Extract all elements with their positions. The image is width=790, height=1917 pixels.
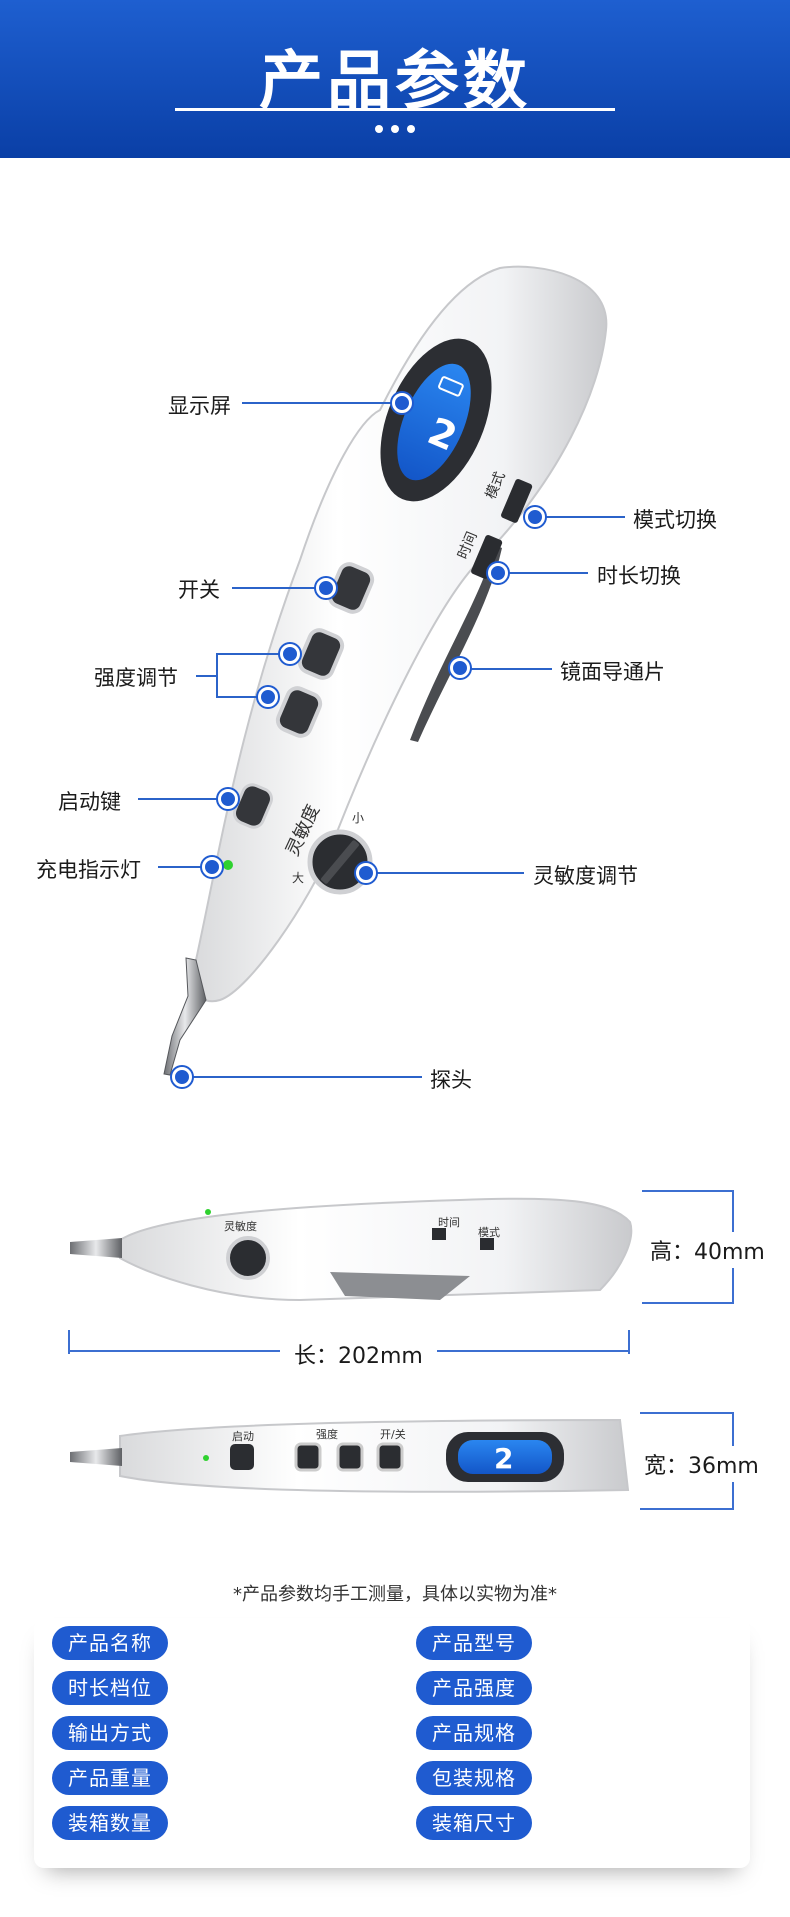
spec-row: 1~15档 产品强度 bbox=[416, 1671, 742, 1705]
callout-bracket bbox=[216, 653, 218, 697]
spec-value: 手动/30秒/60秒 bbox=[156, 1671, 348, 1705]
spec-value: 1~15档 bbox=[520, 1671, 742, 1705]
side-mode-label: 模式 bbox=[478, 1226, 500, 1239]
spec-value: 0.6KG bbox=[156, 1761, 348, 1795]
header-banner: 产品参数 bbox=[0, 0, 790, 158]
pen-top-view: 2 启动 强度 开/关 bbox=[70, 1418, 630, 1493]
spec-row: 23.5*15*5(cm) 包装规格 bbox=[416, 1761, 742, 1795]
callout-line bbox=[242, 402, 402, 404]
width-line-bottom bbox=[640, 1508, 734, 1510]
side-sensitivity-label: 灵敏度 bbox=[224, 1219, 257, 1233]
callout-line bbox=[182, 1076, 422, 1078]
title-dots bbox=[0, 120, 790, 138]
spec-key: 产品强度 bbox=[416, 1671, 532, 1705]
callout-line bbox=[498, 572, 588, 574]
spec-key: 装箱尺寸 bbox=[416, 1806, 532, 1840]
spec-key: 产品名称 bbox=[52, 1626, 168, 1660]
height-line-top bbox=[642, 1190, 734, 1192]
top-screen-digit: 2 bbox=[494, 1442, 513, 1475]
page-title: 产品参数 bbox=[259, 45, 531, 119]
spec-key: 包装规格 bbox=[416, 1761, 532, 1795]
spec-key: 产品重量 bbox=[52, 1761, 168, 1795]
spec-row: 202X40X36 (MM) 产品规格 bbox=[416, 1716, 742, 1750]
measurement-note: *产品参数均手工测量，具体以实物为准* bbox=[233, 1584, 557, 1605]
callout-dot bbox=[258, 687, 278, 707]
callout-dot bbox=[356, 863, 376, 883]
callout-dot bbox=[202, 857, 222, 877]
spec-row: 30台 装箱数量 bbox=[52, 1806, 352, 1840]
callout-line bbox=[366, 872, 524, 874]
callout-sensitivity: 灵敏度调节 bbox=[533, 864, 638, 888]
length-tick-left bbox=[68, 1330, 70, 1354]
callout-dot bbox=[392, 393, 412, 413]
callout-mode-switch: 模式切换 bbox=[633, 508, 717, 532]
width-dimension: 宽：36mm bbox=[640, 1446, 763, 1482]
spec-value: 3种 bbox=[156, 1716, 348, 1750]
spec-value: 202X40X36 (MM) bbox=[520, 1716, 742, 1750]
callout-duration-switch: 时长切换 bbox=[597, 564, 681, 588]
spec-value: 53*29.5*37.2(cm) bbox=[520, 1806, 742, 1840]
spec-row: 53*29.5*37.2(cm) 装箱尺寸 bbox=[416, 1806, 742, 1840]
callout-dot bbox=[316, 578, 336, 598]
callout-line bbox=[216, 653, 290, 655]
spec-key: 时长档位 bbox=[52, 1671, 168, 1705]
spec-key: 输出方式 bbox=[52, 1716, 168, 1750]
top-strength-label: 强度 bbox=[316, 1427, 338, 1441]
length-tick-right bbox=[628, 1330, 630, 1354]
callout-probe: 探头 bbox=[430, 1068, 472, 1092]
spec-table: 经络检测针灸笔 产品名称 手动/30秒/60秒 时长档位 3种 输出方式 0.6… bbox=[34, 1618, 750, 1868]
height-line-bottom bbox=[642, 1302, 734, 1304]
top-start-label: 启动 bbox=[232, 1430, 254, 1443]
callout-mirror-plate: 镜面导通片 bbox=[560, 660, 665, 684]
small-label: 小 bbox=[352, 811, 364, 825]
callout-dot bbox=[488, 563, 508, 583]
callout-line bbox=[535, 516, 625, 518]
pen-side-view: 灵敏度 时间 模式 bbox=[70, 1197, 633, 1302]
callout-display: 显示屏 bbox=[168, 394, 231, 418]
height-dimension: 高：40mm bbox=[646, 1232, 769, 1268]
callout-line bbox=[196, 675, 216, 677]
callout-line bbox=[158, 866, 210, 868]
spec-row: 0.6KG 产品重量 bbox=[52, 1761, 352, 1795]
callout-dot bbox=[218, 789, 238, 809]
spec-value: 30台 bbox=[156, 1806, 348, 1840]
callout-dot bbox=[280, 644, 300, 664]
spec-value: 经络检测针灸笔 bbox=[156, 1626, 348, 1660]
spec-row: 经络检测针灸笔 产品名称 bbox=[52, 1626, 352, 1660]
spec-row: LY-508C 产品型号 bbox=[416, 1626, 742, 1660]
callout-charge-light: 充电指示灯 bbox=[36, 858, 141, 882]
spec-key: 产品规格 bbox=[416, 1716, 532, 1750]
title-underline bbox=[175, 108, 615, 111]
callout-intensity: 强度调节 bbox=[94, 666, 178, 690]
callout-line bbox=[216, 696, 268, 698]
big-label: 大 bbox=[292, 871, 304, 885]
top-onoff-label: 开/关 bbox=[380, 1427, 406, 1441]
callout-dot bbox=[450, 658, 470, 678]
pen-main-view: 2 模式 时间 灵敏度 大 小 bbox=[163, 265, 608, 1076]
spec-row: 手动/30秒/60秒 时长档位 bbox=[52, 1671, 352, 1705]
callout-power: 开关 bbox=[178, 578, 220, 602]
callout-dot bbox=[172, 1067, 192, 1087]
callout-line bbox=[460, 668, 552, 670]
spec-key: 产品型号 bbox=[416, 1626, 532, 1660]
callout-line bbox=[232, 587, 326, 589]
length-dimension: 长：202mm bbox=[280, 1336, 437, 1372]
callout-line bbox=[138, 798, 228, 800]
spec-row: 3种 输出方式 bbox=[52, 1716, 352, 1750]
callout-start-key: 启动键 bbox=[58, 790, 121, 814]
side-time-label: 时间 bbox=[438, 1216, 460, 1229]
width-line-top bbox=[640, 1412, 734, 1414]
spec-key: 装箱数量 bbox=[52, 1806, 168, 1840]
spec-value: LY-508C bbox=[520, 1626, 742, 1660]
spec-value: 23.5*15*5(cm) bbox=[520, 1761, 742, 1795]
callout-dot bbox=[525, 507, 545, 527]
